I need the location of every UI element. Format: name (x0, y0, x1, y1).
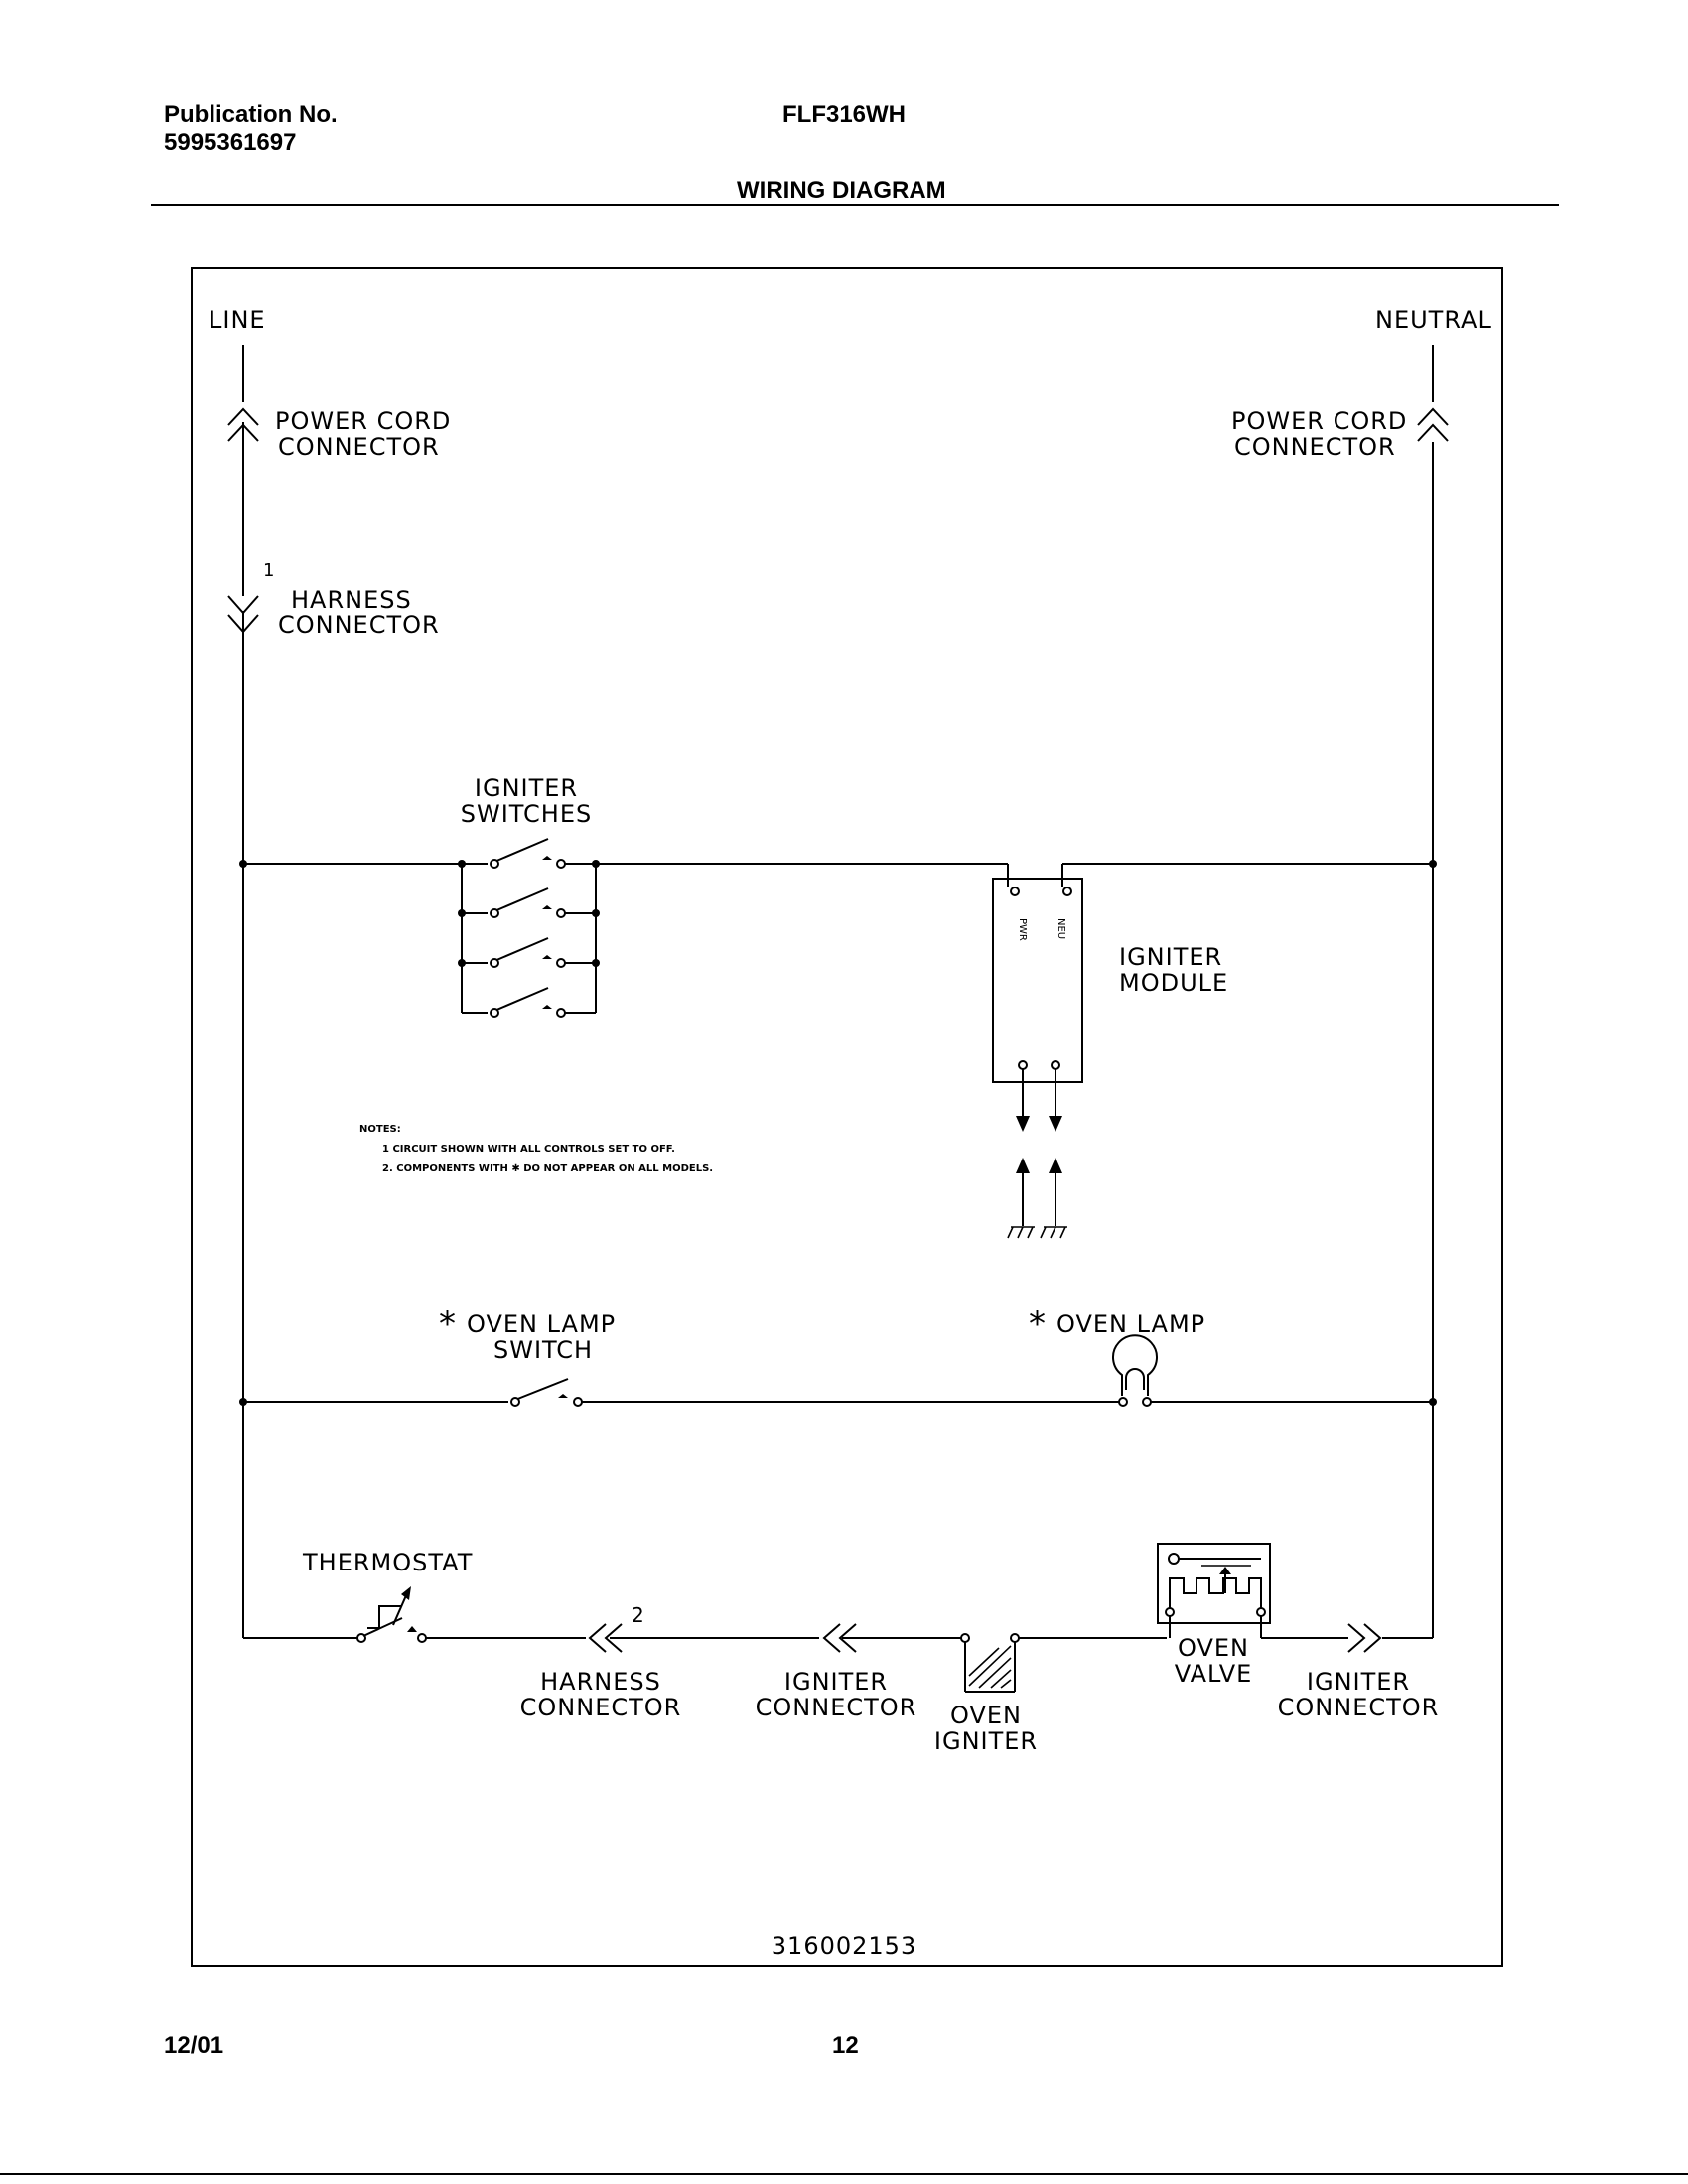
thermostat-symbol (243, 1586, 586, 1643)
publication-label: Publication No. (164, 101, 338, 128)
igniter-switches-line1: IGNITER (475, 774, 578, 802)
note-2: 2. COMPONENTS WITH ✱ DO NOT APPEAR ON AL… (382, 1163, 713, 1174)
oven-lamp-switch-line2: SWITCH (493, 1336, 593, 1364)
oven-lamp-switch-star: * (439, 1304, 456, 1344)
oven-valve-symbol (1157, 1543, 1348, 1639)
igniter-connector-left-line2: CONNECTOR (756, 1694, 917, 1721)
harness-bottom-line2: CONNECTOR (520, 1694, 682, 1721)
harness-bottom-number: 2 (632, 1603, 644, 1627)
section-title: WIRING DIAGRAM (737, 177, 946, 204)
igniter-module-line1: IGNITER (1119, 943, 1222, 971)
oven-igniter-line1: OVEN (950, 1702, 1022, 1729)
igniter-connector-left-symbol (822, 1623, 963, 1653)
page-number: 12 (832, 2032, 859, 2059)
oven-lamp-switch (239, 1378, 1119, 1407)
oven-lamp-label: OVEN LAMP (1056, 1310, 1205, 1338)
igniter-switch-bank (239, 838, 1009, 1018)
diagram-frame (191, 267, 1503, 1967)
oven-valve-line2: VALVE (1175, 1660, 1253, 1688)
line-label: LINE (209, 306, 266, 334)
igniter-switch-2 (462, 887, 596, 918)
harness-top-line1: HARNESS (291, 586, 412, 614)
igniter-module-line2: MODULE (1119, 969, 1228, 997)
harness-connector-bottom-symbol (588, 1623, 819, 1653)
igniter-connector-right-line1: IGNITER (1307, 1668, 1410, 1696)
oven-lamp-star: * (1029, 1304, 1046, 1344)
oven-lamp-switch-line1: OVEN LAMP (467, 1310, 616, 1338)
igniter-switch-1 (462, 838, 596, 869)
igniter-switch-3 (462, 937, 596, 968)
oven-lamp-symbol (1112, 1334, 1437, 1407)
footer-date: 12/01 (164, 2032, 224, 2059)
harness-bottom-line1: HARNESS (540, 1668, 661, 1696)
igniter-connector-right-line2: CONNECTOR (1278, 1694, 1440, 1721)
oven-igniter-symbol (960, 1633, 1167, 1693)
harness-top-line2: CONNECTOR (278, 612, 440, 639)
footer-rule (0, 2173, 1688, 2175)
drawing-number: 316002153 (772, 1932, 916, 1960)
header-rule (151, 204, 1559, 206)
igniter-module (992, 860, 1437, 1226)
chassis-ground-left (1007, 1226, 1035, 1239)
neutral-label: NEUTRAL (1375, 306, 1492, 334)
publication-number: 5995361697 (164, 129, 297, 156)
power-cord-left-line1: POWER CORD (275, 407, 451, 435)
power-cord-right-line2: CONNECTOR (1234, 433, 1396, 461)
chassis-ground-right (1040, 1226, 1067, 1239)
igniter-connector-left-line1: IGNITER (784, 1668, 888, 1696)
notes-title: NOTES: (359, 1124, 401, 1135)
model-number: FLF316WH (782, 101, 907, 128)
power-cord-right-line1: POWER CORD (1231, 407, 1407, 435)
note-1: 1 CIRCUIT SHOWN WITH ALL CONTROLS SET TO… (382, 1144, 675, 1155)
thermostat-label: THERMOSTAT (302, 1549, 473, 1576)
harness-top-number: 1 (263, 560, 274, 581)
harness-connector-top-symbol (227, 595, 259, 634)
power-cord-connector-right-symbol (1417, 407, 1449, 442)
module-pin-pwr: PWR (1017, 918, 1028, 941)
igniter-switch-4 (462, 987, 596, 1018)
power-cord-left-line2: CONNECTOR (278, 433, 440, 461)
module-pin-neu: NEU (1055, 918, 1066, 939)
igniter-switches-line2: SWITCHES (461, 800, 593, 828)
oven-valve-line1: OVEN (1178, 1634, 1249, 1662)
power-cord-connector-left-symbol (227, 407, 259, 442)
oven-igniter-line2: IGNITER (934, 1727, 1038, 1755)
igniter-connector-right-symbol (1347, 1623, 1433, 1653)
